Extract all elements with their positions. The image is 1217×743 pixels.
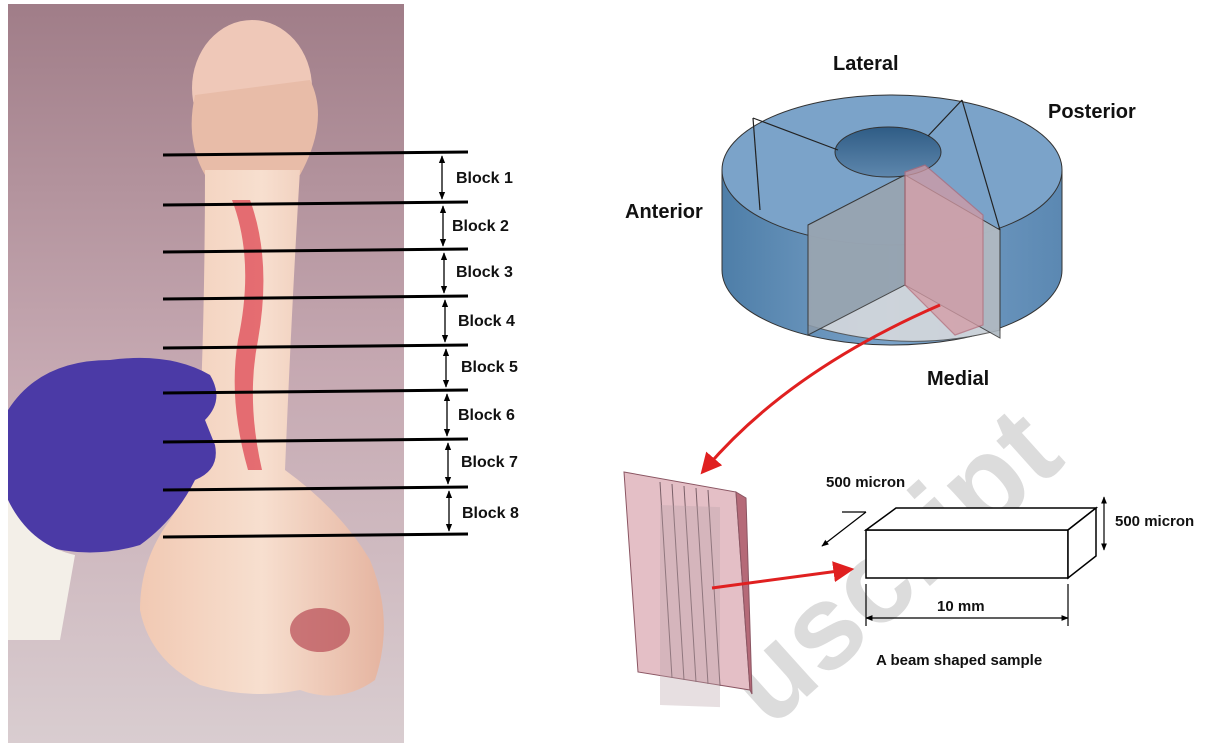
block-label-2: Block 2 (452, 218, 509, 235)
block-label-4: Block 4 (458, 313, 515, 330)
block-label-1: Block 1 (456, 170, 513, 187)
label-beam-height: 500 micron (1115, 513, 1194, 530)
label-beam-width: 500 micron (826, 474, 905, 491)
block-label-8: Block 8 (462, 505, 519, 522)
femur-neck (192, 80, 318, 175)
block-label-7: Block 7 (461, 454, 518, 471)
block-label-6: Block 6 (458, 407, 515, 424)
femur-photo: Block 1 Block 2 Block 3 Block 4 Block 5 … (8, 4, 519, 743)
beam-caption: A beam shaped sample (876, 652, 1042, 669)
beam-top-face (866, 508, 1096, 530)
distal-lesion (290, 608, 350, 652)
block-label-5: Block 5 (461, 359, 518, 376)
block-label-3: Block 3 (456, 264, 513, 281)
beam-sample (866, 508, 1096, 578)
label-beam-length: 10 mm (937, 598, 985, 615)
label-lateral: Lateral (833, 53, 899, 75)
label-posterior: Posterior (1048, 101, 1136, 123)
extracted-slab (624, 472, 752, 707)
label-medial: Medial (927, 368, 989, 390)
beam-front-face (866, 530, 1068, 578)
label-anterior: Anterior (625, 201, 703, 223)
slab-highlight (660, 505, 720, 707)
cross-section-diagram: Lateral Posterior Anterior Medial (625, 53, 1136, 390)
